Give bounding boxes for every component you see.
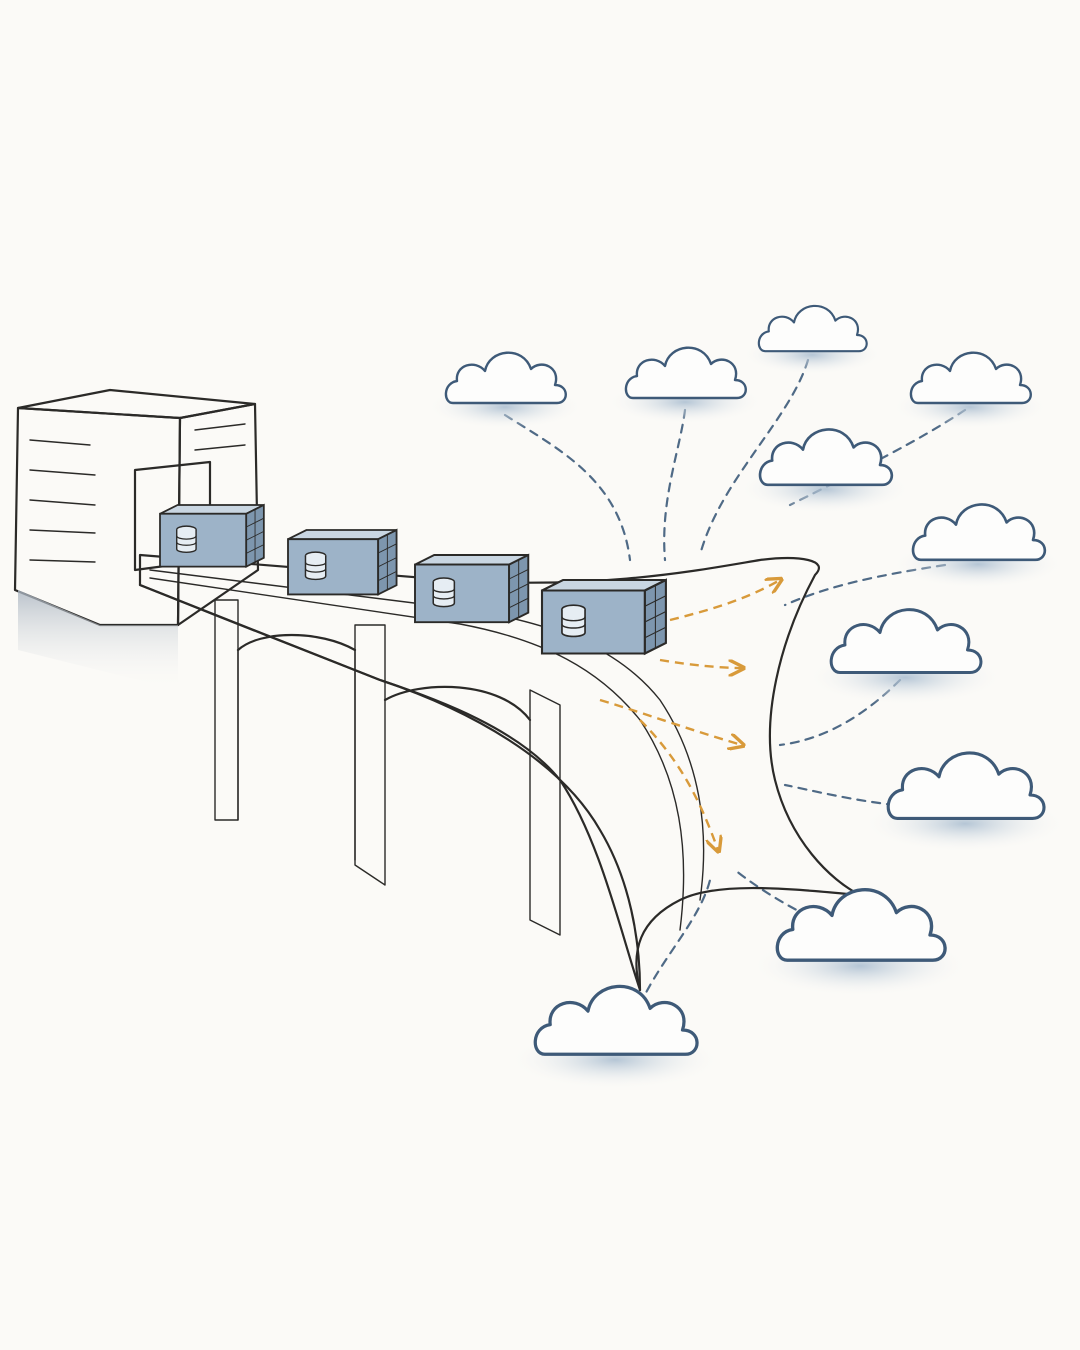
shipping-container bbox=[159, 503, 265, 569]
shipping-container bbox=[540, 578, 667, 656]
flow-arrow bbox=[659, 658, 742, 668]
cloud-icon bbox=[750, 888, 970, 997]
cloud-icon bbox=[863, 751, 1067, 853]
cloud-icon bbox=[739, 428, 911, 514]
flow-arrow bbox=[639, 719, 718, 850]
cloud-icon bbox=[892, 351, 1048, 429]
flow-arrow bbox=[669, 580, 780, 622]
cloud-icon bbox=[607, 346, 763, 424]
flow-arrow bbox=[599, 698, 742, 745]
cloud-icon bbox=[807, 608, 1003, 705]
flow-arrows bbox=[599, 580, 780, 850]
cloud-icon bbox=[892, 503, 1064, 589]
containers bbox=[159, 503, 667, 656]
database-icon bbox=[304, 551, 327, 581]
clouds bbox=[427, 304, 1067, 1090]
shipping-container bbox=[414, 553, 530, 624]
cloud-icon bbox=[427, 351, 583, 429]
cloud-icon bbox=[741, 304, 883, 375]
database-icon bbox=[432, 577, 456, 608]
database-icon bbox=[176, 525, 197, 554]
cloud-icon bbox=[509, 984, 721, 1090]
shipping-container bbox=[287, 528, 398, 596]
bridge-pillars bbox=[214, 599, 561, 936]
database-icon bbox=[561, 604, 586, 638]
